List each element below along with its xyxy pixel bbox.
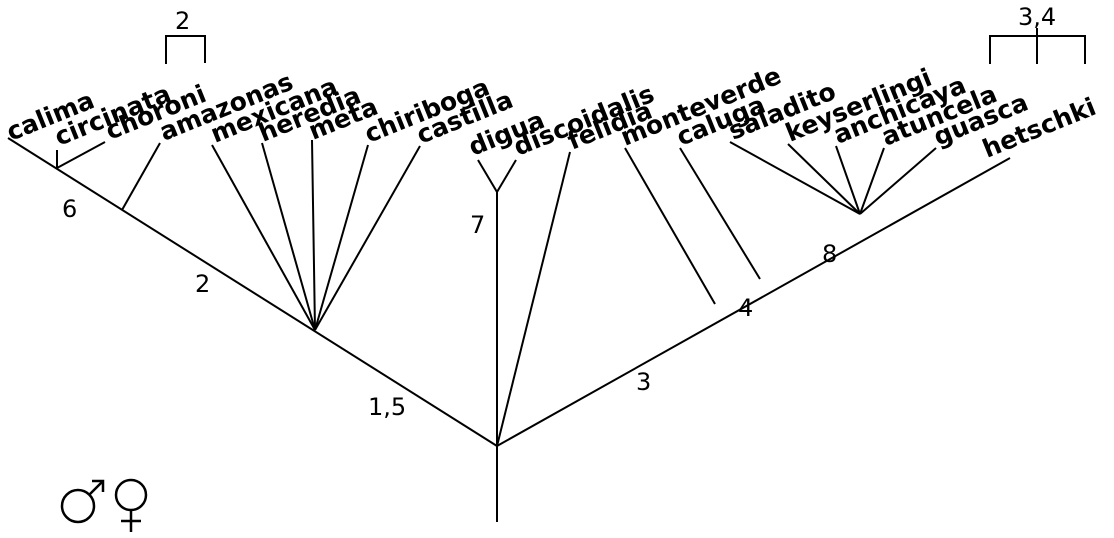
branch-label-six: 6	[62, 195, 77, 223]
bracket-label-left: 2	[175, 7, 190, 35]
male-symbol-icon	[60, 479, 105, 524]
edge-saladito	[729, 141, 861, 215]
edge-keyserlingi	[787, 143, 861, 215]
bracket-label-right: 3,4	[1018, 3, 1056, 31]
branch-label-seven: 7	[470, 211, 485, 239]
branch-label-two: 2	[195, 270, 210, 298]
branch-label-three: 3	[636, 368, 651, 396]
edge-right-backbone	[496, 157, 1011, 447]
branch-label-eight: 8	[822, 240, 837, 268]
branch-label-four: 4	[738, 294, 753, 322]
edge-meta	[311, 139, 316, 331]
edge-choroni	[56, 141, 106, 169]
edge-guasca	[859, 147, 937, 215]
edge-atuncela	[859, 147, 885, 215]
edge-chiriboga	[314, 144, 369, 331]
edge-left-backbone	[7, 137, 498, 447]
edge-felidia	[496, 151, 571, 447]
edge-discoidalis	[496, 159, 517, 193]
bracket-left	[165, 35, 206, 64]
tree-edges	[7, 137, 1011, 522]
edge-monteverde	[624, 147, 716, 305]
bracket-right	[989, 28, 1086, 64]
branch-label-one-five: 1,5	[368, 393, 406, 421]
edge-anchicaya	[835, 145, 861, 215]
edge-caluga	[679, 147, 761, 280]
edge-mexicana	[211, 144, 316, 331]
edge-amazonas	[121, 142, 161, 211]
edge-heredia	[261, 142, 316, 331]
female-symbol-icon	[114, 478, 148, 532]
bracket-left-line	[165, 35, 206, 64]
edge-castilla	[314, 145, 421, 331]
edge-digua	[477, 159, 498, 193]
branch-labels: 6 2 1,5 7 3 4 8 2 3,4	[62, 3, 1056, 421]
